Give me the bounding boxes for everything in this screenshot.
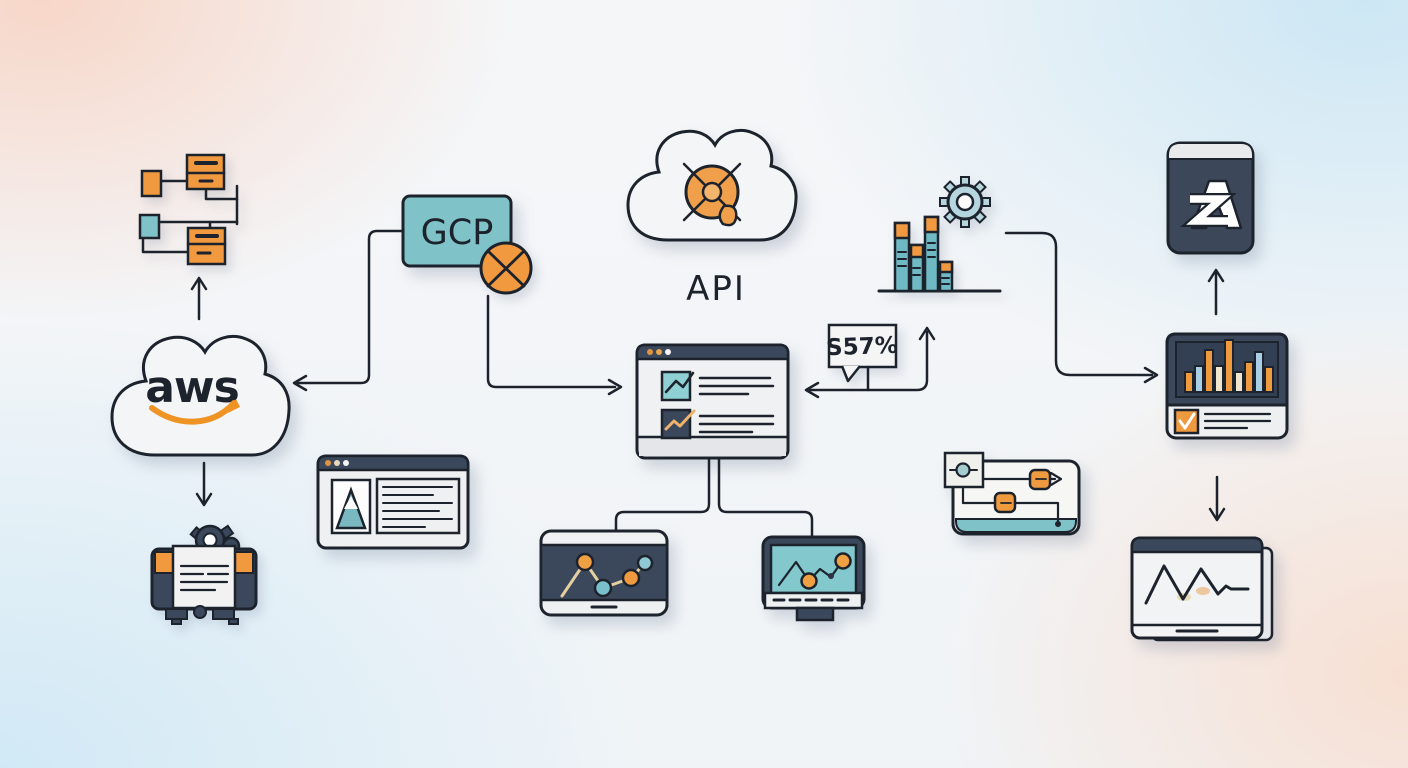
checklist-browser-icon: [635, 343, 790, 460]
checklist-item-1: [660, 370, 775, 402]
pipeline-source-node: [943, 451, 985, 489]
connector-checklist-to-tablet: [614, 457, 711, 532]
article-text-lines: [375, 477, 461, 535]
error-x-circle-icon: [479, 241, 533, 295]
monitor-stand: [795, 606, 835, 622]
gcp-label: GCP: [421, 213, 494, 253]
bar-3: [923, 215, 940, 293]
aws-swoosh: [149, 399, 240, 425]
arrow-chart-to-dashboard: [1004, 231, 1159, 384]
window-dot: [647, 349, 653, 355]
dashboard-bar-chart: [1184, 339, 1274, 393]
tree-node-server-bottom: [186, 226, 227, 266]
pipeline-base-strip: [955, 518, 1077, 533]
aws-label: aws: [145, 362, 239, 413]
chart-dot: [621, 568, 641, 588]
article-browser-icon: [316, 454, 470, 550]
bar-4: [938, 260, 954, 293]
arrow-dashboard-to-waveform: [1208, 475, 1226, 522]
connector-checklist-to-monitor: [717, 457, 814, 538]
chart-dot: [575, 552, 595, 572]
tree-node-small-orange: [140, 169, 163, 198]
bar-2: [909, 243, 925, 293]
az-app-icon: [1166, 141, 1255, 255]
window-dot: [665, 349, 671, 355]
document-processor-icon: [150, 524, 258, 625]
bar-1: [893, 221, 911, 293]
arrow-dashboard-to-app: [1207, 268, 1225, 316]
chart-dot: [636, 554, 654, 572]
chart-dot: [828, 573, 834, 579]
checklist-item-2: [660, 408, 775, 440]
az-logo-glyph: [1180, 179, 1243, 230]
chart-dot: [593, 578, 613, 598]
compass-icon: [682, 162, 742, 227]
waveform-path: [1144, 564, 1250, 605]
dashboard-checkbox: [1173, 408, 1200, 435]
arrow-aws-to-processor: [195, 461, 213, 507]
window-dot: [334, 460, 340, 466]
api-label: API: [686, 269, 746, 309]
document-icon: [171, 544, 237, 610]
tablet-screen: [539, 543, 669, 602]
browser-title-bar: [635, 343, 790, 361]
dashboard-monitor-icon: [1165, 332, 1289, 440]
waveform-window-icon: [1130, 536, 1274, 642]
arrow-junction-to-checklist: [804, 326, 936, 399]
tree-node-teal: [138, 213, 161, 240]
chart-dot: [800, 572, 818, 590]
arrow-aws-to-tree: [190, 276, 208, 321]
image-placeholder-icon: [330, 478, 372, 535]
app-icon-top-stripe: [1167, 142, 1254, 160]
window-dot: [656, 349, 662, 355]
api-cloud-icon: [626, 129, 798, 242]
metric-label: S57%: [826, 333, 898, 361]
bar-chart-icon: [877, 176, 1002, 293]
gear-icon: [939, 176, 991, 228]
browser-footer: [639, 437, 786, 456]
pipeline-flow-icon: [943, 451, 1081, 536]
resource-tree-icon: [138, 153, 239, 266]
monitor-line-chart-icon: [761, 535, 866, 622]
aws-cloud-icon: aws: [110, 335, 291, 457]
browser-title-bar: [316, 454, 470, 472]
arrow-gcp-to-aws: [292, 229, 405, 392]
tablet-line-chart-icon: [539, 529, 669, 617]
machine-feet: [165, 605, 239, 625]
window-dot: [343, 460, 349, 466]
window-title-bar: [1130, 536, 1264, 554]
speech-bubble-icon: S57%: [826, 323, 898, 383]
chart-dot: [834, 552, 852, 570]
window-dot: [325, 460, 331, 466]
arrow-gcp-to-checklist: [486, 294, 623, 396]
tree-node-server-top: [185, 153, 226, 191]
